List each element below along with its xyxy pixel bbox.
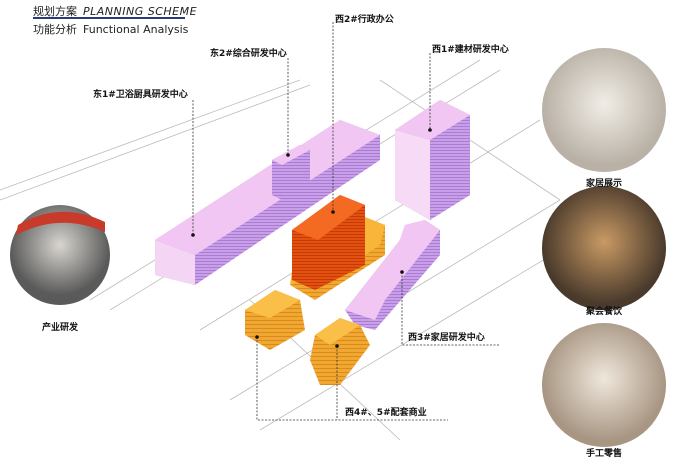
title-en: PLANNING SCHEME (83, 5, 198, 18)
photo-industrial-rd (10, 205, 110, 305)
building-east1 (155, 120, 380, 285)
photo-label-retail: 手工零售 (586, 449, 623, 459)
photo-retail (542, 323, 666, 447)
building-east2 (272, 145, 310, 200)
photo-home-display (542, 48, 666, 172)
leader-lines (192, 22, 500, 421)
page-subtitle: 功能分析 Functional Analysis (33, 21, 188, 37)
building-west1 (395, 100, 470, 220)
title-underline (33, 17, 185, 19)
photo-dining (542, 186, 666, 310)
label-east2: 东2#综合研发中心 (210, 49, 287, 59)
label-west1: 西1#建材研发中心 (432, 45, 509, 55)
title-cn: 规划方案 (33, 5, 77, 18)
leader-dots (191, 128, 432, 348)
label-west4-5: 西4#、5#配套商业 (345, 408, 427, 418)
building-west2 (290, 195, 385, 300)
label-east1: 东1#卫浴厨具研发中心 (93, 90, 188, 100)
subtitle-cn: 功能分析 (33, 23, 77, 36)
photo-label-dining: 聚会餐饮 (586, 307, 623, 317)
photo-label-home-display: 家居展示 (586, 179, 623, 189)
label-west3: 西3#家居研发中心 (408, 333, 485, 343)
page-title: 规划方案 PLANNING SCHEME (33, 3, 197, 19)
photo-label-industrial-rd: 产业研发 (42, 323, 79, 333)
building-west3 (345, 220, 440, 330)
label-west2: 西2#行政办公 (335, 15, 394, 25)
building-west4-5 (245, 290, 370, 385)
subtitle-en: Functional Analysis (83, 23, 189, 36)
